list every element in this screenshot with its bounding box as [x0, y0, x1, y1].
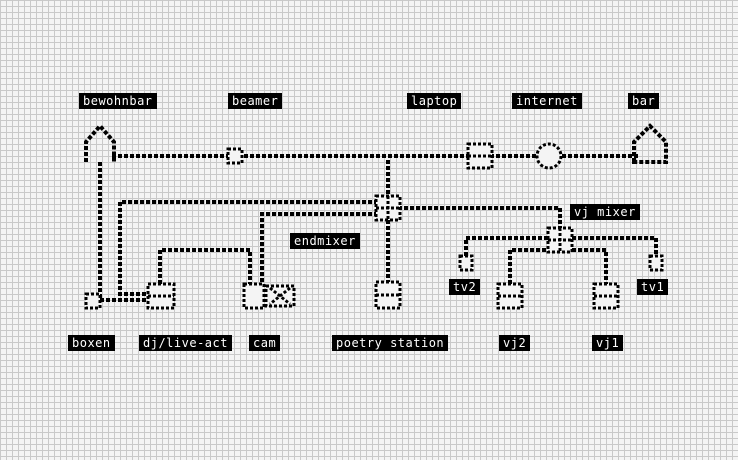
cam-mark	[269, 286, 291, 306]
internet-node	[535, 142, 563, 170]
cam-node	[242, 282, 266, 310]
label-vj1: vj1	[592, 335, 624, 351]
wire-endmixer-vjmixer	[398, 206, 562, 230]
label-boxen: boxen	[68, 335, 115, 351]
label-bewohnbar: bewohnbar	[79, 93, 157, 109]
label-beamer: beamer	[228, 93, 283, 109]
label-vj-mixer: vj mixer	[570, 204, 640, 220]
wire-endmixer-cam	[260, 212, 378, 284]
label-endmixer: endmixer	[290, 233, 360, 249]
beamer-node	[226, 147, 244, 165]
label-tv1: tv1	[637, 279, 669, 295]
label-vj2: vj2	[499, 335, 531, 351]
label-dj-live-act: dj/live-act	[139, 335, 232, 351]
vjmixer-mark	[548, 228, 572, 252]
tv2-node	[458, 254, 474, 272]
label-poetry-station: poetry station	[332, 335, 449, 351]
house-bewohnbar	[84, 122, 116, 162]
house-bar	[632, 123, 668, 164]
boxen-node	[84, 292, 102, 310]
label-laptop: laptop	[407, 93, 462, 109]
label-tv2: tv2	[449, 279, 481, 295]
wire-bewohnbar-boxen	[98, 162, 150, 302]
tv1-node	[648, 254, 664, 272]
label-internet: internet	[512, 93, 582, 109]
wire-vjmixer-tv2	[464, 236, 548, 262]
label-cam: cam	[249, 335, 281, 351]
wire-endmixer-boxen	[118, 200, 378, 296]
label-bar: bar	[628, 93, 660, 109]
wire-vjmixer-tv1	[572, 236, 658, 262]
wire-vjmixer-vj1	[572, 248, 608, 284]
wire-vjmixer-vj2	[508, 248, 552, 284]
wire-dj-cam	[158, 248, 252, 284]
endmixer-mark	[376, 196, 400, 220]
